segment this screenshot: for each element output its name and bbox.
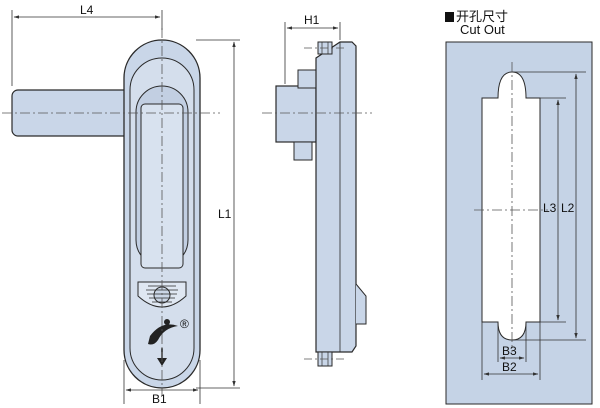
- cutout-opening: [481, 71, 541, 341]
- dim-B2: B2: [502, 360, 517, 374]
- dim-B1: B1: [152, 392, 167, 406]
- front-view-dimensions: L4 L1 B1: [11, 3, 240, 406]
- brand-logo-icon: [148, 324, 178, 345]
- side-handle: [275, 85, 317, 143]
- square-bullet-icon: [445, 12, 454, 22]
- dim-L3: L3: [543, 201, 557, 215]
- side-body: [315, 41, 357, 353]
- dim-L2: L2: [561, 201, 575, 215]
- dim-H1: H1: [304, 13, 320, 27]
- dim-L1: L1: [218, 207, 232, 221]
- cutout-title-en: Cut Out: [460, 22, 505, 37]
- front-view: ®: [2, 28, 220, 396]
- registered-mark: ®: [180, 317, 189, 331]
- cutout-view: [445, 41, 593, 405]
- side-view-dimensions: H1: [284, 13, 341, 84]
- cutout-dimensions: L2 L3 B3 B2: [481, 71, 586, 380]
- side-view: [262, 41, 372, 367]
- cutout-title-cn: 开孔尺寸: [445, 6, 508, 25]
- dim-B3: B3: [502, 344, 517, 358]
- dim-L4: L4: [80, 3, 94, 17]
